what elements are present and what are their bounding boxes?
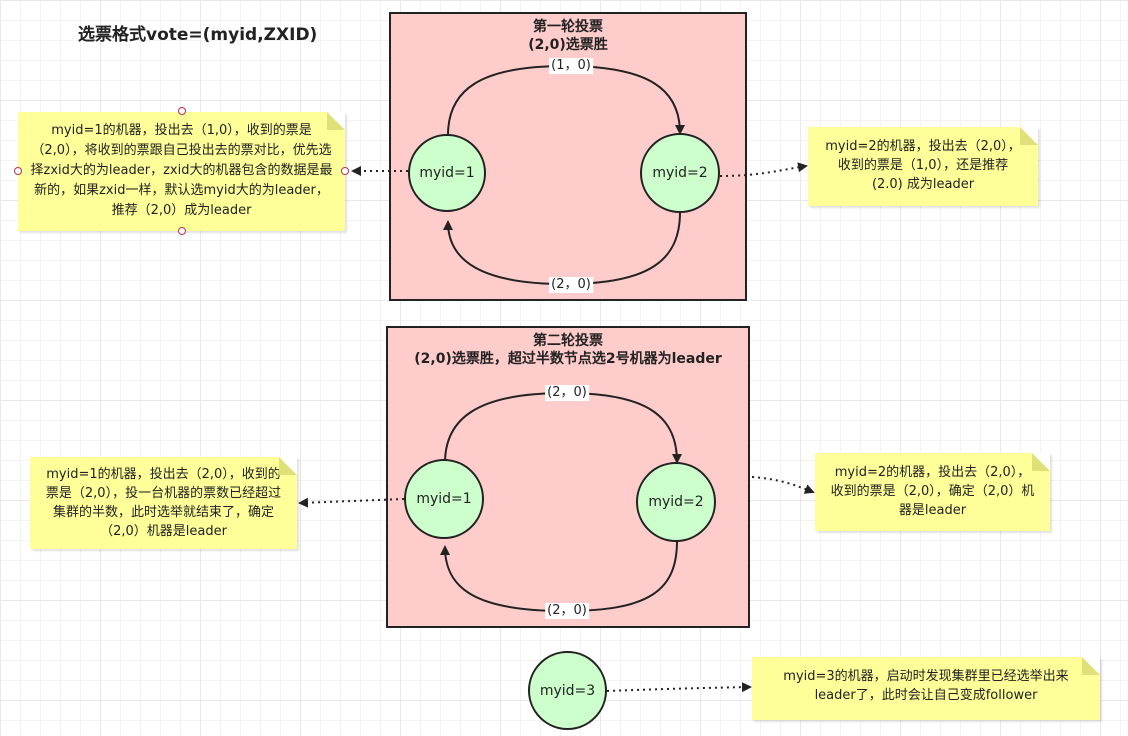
round1-subtitle: (2,0)选票胜 [528, 37, 608, 53]
round2-title: 第二轮投票 [533, 333, 603, 349]
round2-edge-top-label: (2，0) [545, 385, 589, 401]
round2-left-note[interactable]: myid=1的机器，投出去（2,0），收到的票是（2,0），投一台机器的票数已经… [30, 457, 297, 549]
round1-node-myid1[interactable]: myid=1 [408, 134, 486, 212]
round1-node-myid2[interactable]: myid=2 [640, 133, 720, 213]
round3-note[interactable]: myid=3的机器，启动时发现集群里已经选举出来leader了，此时会让自己变成… [752, 657, 1100, 720]
round3-connector [606, 682, 752, 693]
round1-title: 第一轮投票 [533, 19, 603, 35]
round3-node-myid3[interactable]: myid=3 [528, 651, 607, 730]
resize-handle-right[interactable] [341, 167, 349, 175]
round2-subtitle: (2,0)选票胜，超过半数节点选2号机器为leader [414, 351, 722, 367]
round2-node-myid1[interactable]: myid=1 [404, 459, 484, 539]
round1-right-note[interactable]: myid=2的机器，投出去（2,0），收到的票是（1,0），还是推荐 (2.0)… [808, 127, 1038, 206]
resize-handle-left[interactable] [14, 167, 22, 175]
resize-handle-bottom[interactable] [178, 227, 186, 235]
round2-edge-bottom-label: (2，0) [545, 603, 589, 619]
resize-handle-top[interactable] [178, 107, 186, 115]
vote-format-title: 选票格式vote=(myid,ZXID) [78, 25, 318, 45]
round2-node-myid2[interactable]: myid=2 [636, 462, 716, 542]
round2-right-note[interactable]: myid=2的机器，投出去（2,0），收到的票是（2,0），确定（2,0）机器是… [815, 453, 1050, 531]
round1-edge-top-label: (1，0) [549, 58, 593, 74]
round1-edge-bottom-label: (2，0) [549, 277, 593, 293]
round2-right-connector [751, 476, 815, 494]
round1-left-note[interactable]: myid=1的机器，投出去（1,0），收到的票是（2,0），将收到的票跟自己投出… [18, 112, 345, 231]
